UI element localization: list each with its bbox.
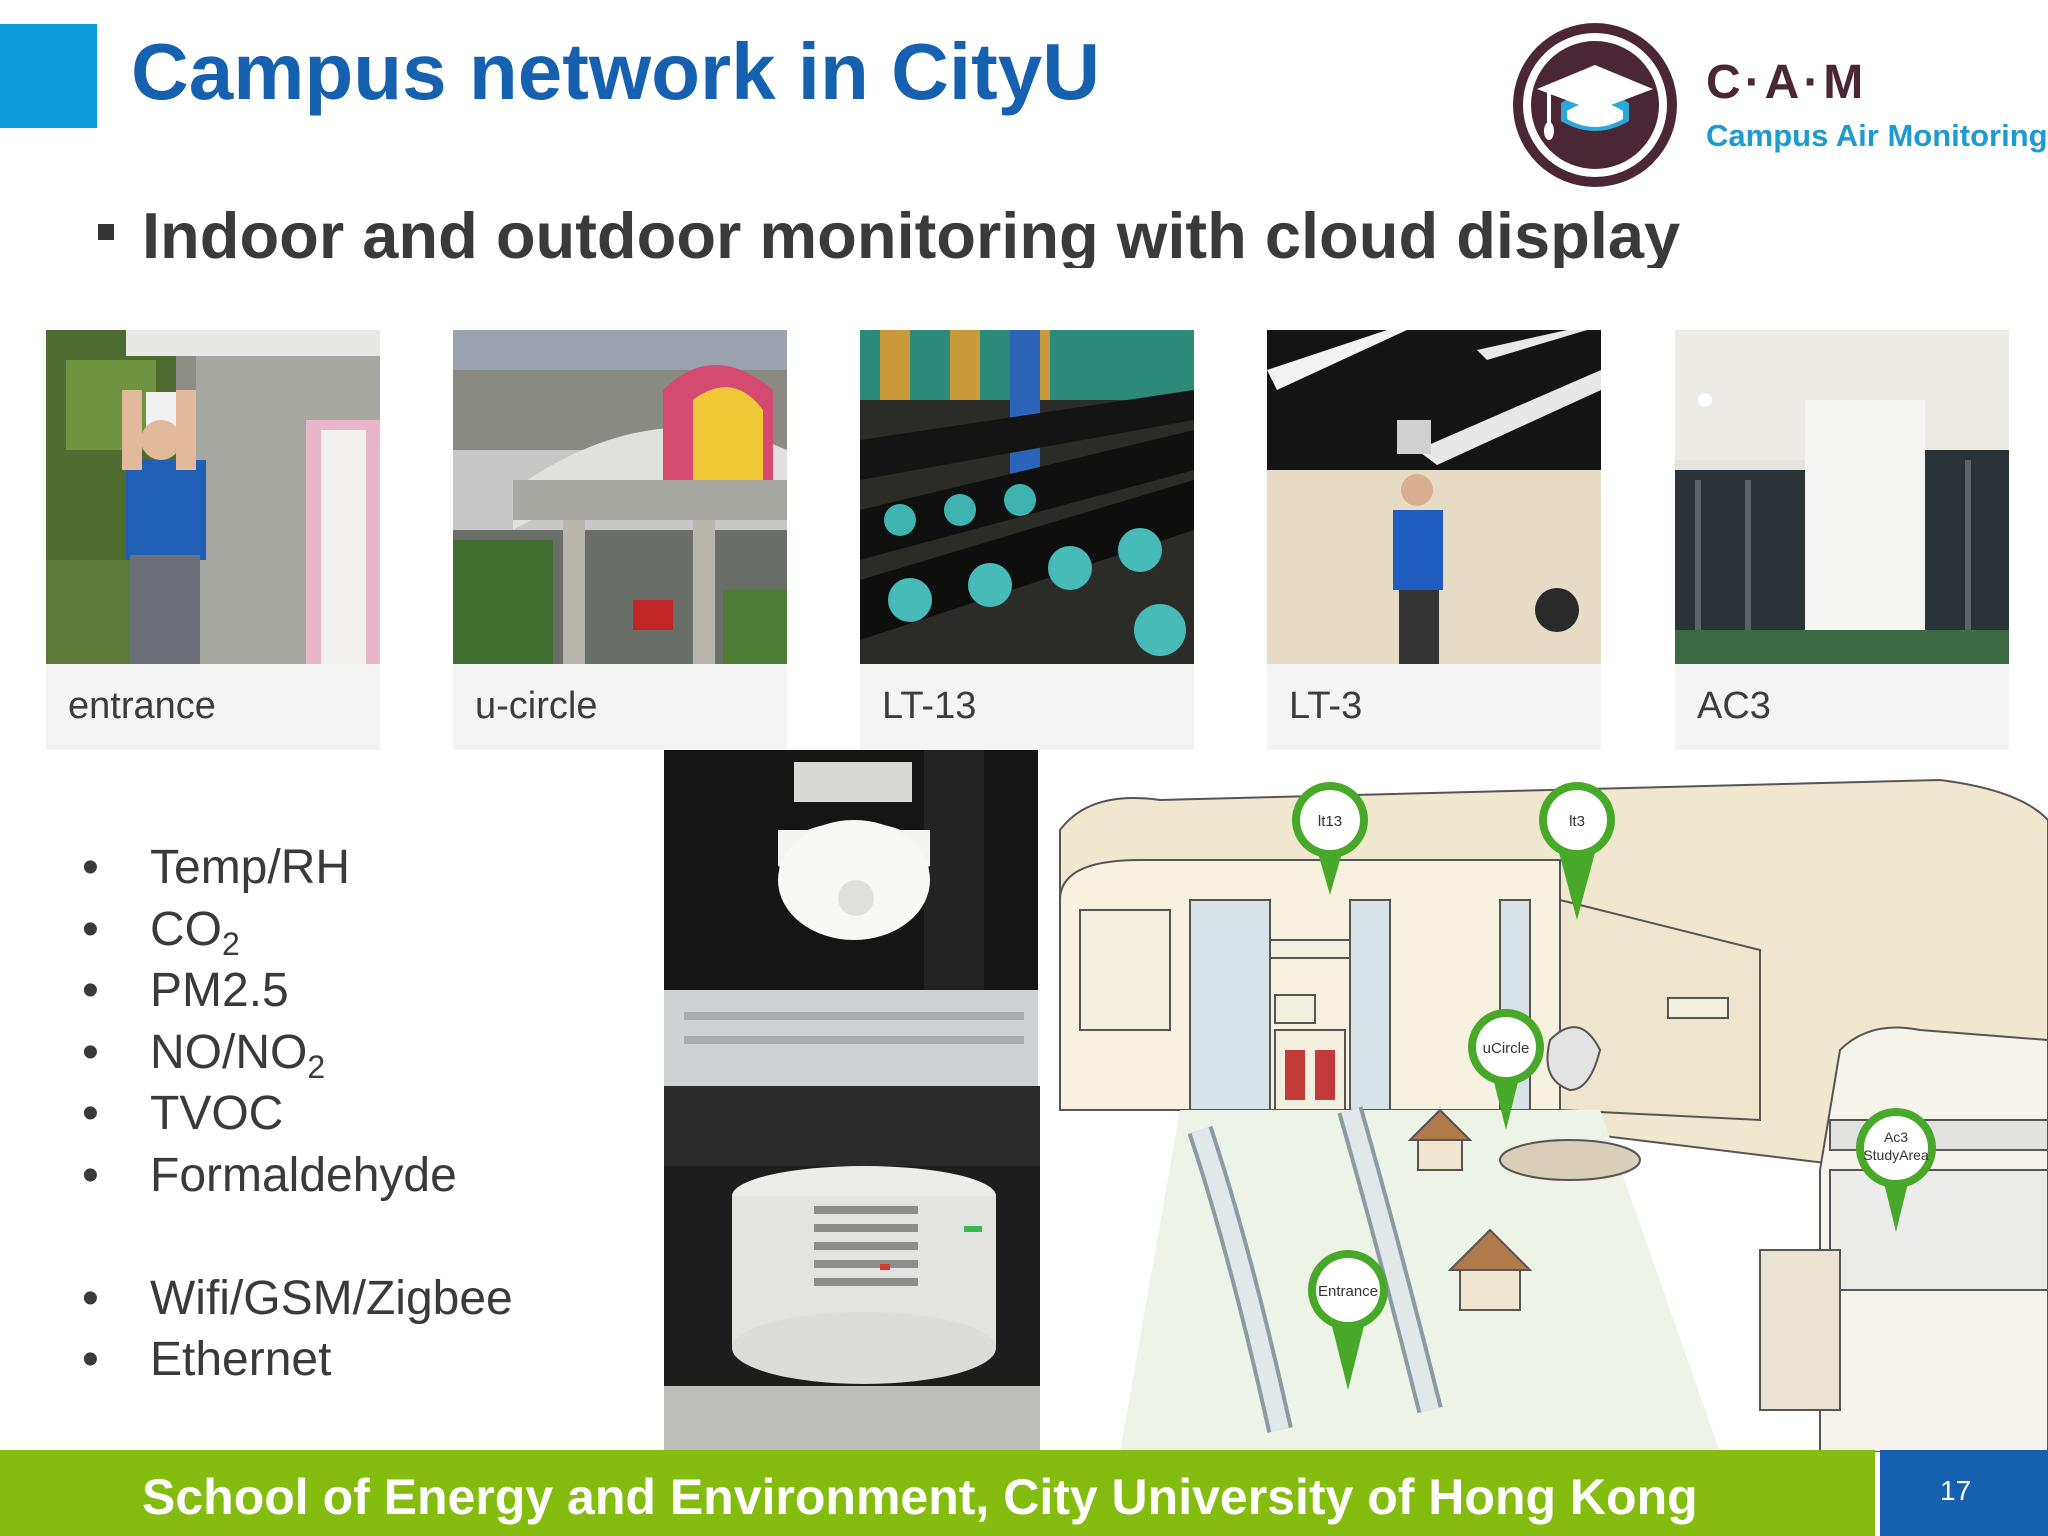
photo-caption: LT-3 (1289, 685, 1363, 727)
list-item: •Ethernet (82, 1333, 332, 1386)
photo-caption: AC3 (1697, 685, 1771, 727)
footer-institution: School of Energy and Environment, City U… (142, 1469, 1698, 1525)
list-item: •Temp/RH (82, 841, 351, 894)
photo-caption: LT-13 (882, 685, 977, 727)
photo-caption: entrance (68, 685, 216, 727)
pin-label: lt13 (1318, 813, 1342, 830)
map-pin-lt13: lt13 (1292, 782, 1368, 895)
list-item: •Formaldehyde (82, 1148, 457, 1202)
map-pin-ucircle: uCircle (1468, 1009, 1544, 1130)
pin-label: Ac3 (1884, 1129, 1908, 1145)
ac3-photo (1675, 330, 2009, 664)
photo-card-entrance: entrance (46, 330, 380, 750)
map-pin-lt3: lt3 (1539, 782, 1615, 920)
page-number-box (1880, 1450, 2048, 1536)
photo-card-u-circle: u-circle (453, 330, 787, 750)
photo-card-ac3: AC3 (1675, 330, 2009, 750)
logo-acronym: C·A·M (1706, 56, 1868, 109)
photo-card-lt-13: LT-13 (860, 330, 1194, 750)
footer-bar (0, 1450, 1875, 1536)
photo-card-lt-3: LT-3 (1267, 330, 1601, 750)
pin-label: StudyArea (1863, 1147, 1929, 1163)
subtitle-row: Indoor and outdoor monitoring with cloud… (98, 198, 1680, 268)
campus-map: lt13 lt3 uCircle Entrance Ac3 StudyArea (1040, 750, 2048, 1452)
map-pin-entrance: Entrance (1308, 1250, 1388, 1390)
sensor-unit-photo (664, 1086, 1040, 1450)
ceiling-sensor-photo (664, 750, 1038, 1086)
list-item: •TVOC (82, 1087, 284, 1140)
subtitle: Indoor and outdoor monitoring with cloud… (142, 199, 1681, 268)
map-pin-ac3: Ac3 StudyArea (1856, 1108, 1936, 1232)
list-item: •CO2 (82, 902, 240, 962)
pin-label: lt3 (1569, 813, 1585, 830)
u-circle-photo (453, 330, 787, 664)
logo-name: Campus Air Monitoring (1706, 118, 2048, 153)
entrance-photo (46, 330, 380, 664)
photo-caption: u-circle (475, 685, 598, 727)
accent-square (0, 24, 97, 128)
page-number: 17 (1940, 1475, 1972, 1506)
lt-13-photo (860, 330, 1194, 664)
sensor-list: •Temp/RH •CO2 •PM2.5 •NO/NO2 •TVOC •Form… (82, 840, 602, 1394)
list-item: •PM2.5 (82, 964, 289, 1017)
pin-label: uCircle (1483, 1040, 1530, 1057)
list-item: •NO/NO2 (82, 1025, 326, 1085)
list-item: •Wifi/GSM/Zigbee (82, 1271, 513, 1325)
lt-3-photo (1267, 330, 1601, 664)
graduation-cap-icon (1537, 65, 1653, 140)
square-bullet-icon (98, 224, 114, 240)
page-title: Campus network in CityU (131, 27, 1101, 116)
pin-label: Entrance (1318, 1283, 1378, 1300)
